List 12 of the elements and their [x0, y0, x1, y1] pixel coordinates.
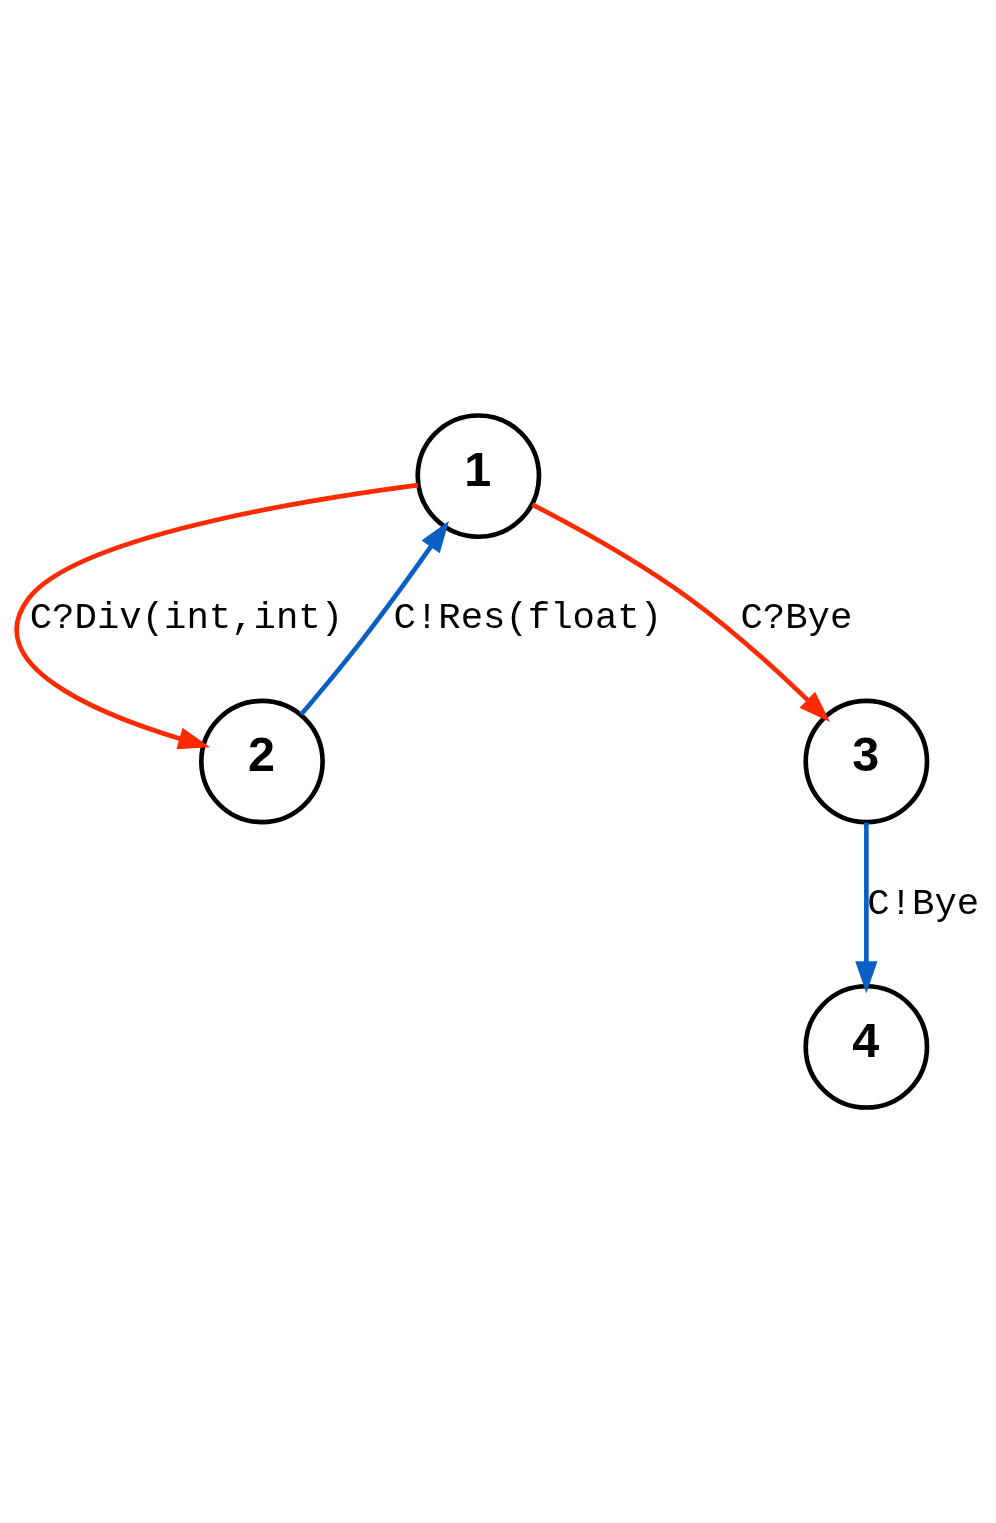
arrow	[531, 502, 830, 722]
edge-label: C!Res(float)	[393, 597, 663, 640]
arrow	[855, 822, 878, 994]
node-circle: 2	[199, 698, 325, 825]
edge-label: C!Bye	[867, 882, 980, 925]
node-circle: 1	[415, 413, 542, 540]
arrow	[14, 482, 419, 750]
edge-label: C?Div(int,int)	[29, 597, 344, 640]
node-circle: 4	[803, 983, 930, 1110]
arrow	[299, 520, 449, 717]
edge-label: C?Bye	[740, 597, 853, 640]
node-circle: 3	[803, 698, 930, 825]
